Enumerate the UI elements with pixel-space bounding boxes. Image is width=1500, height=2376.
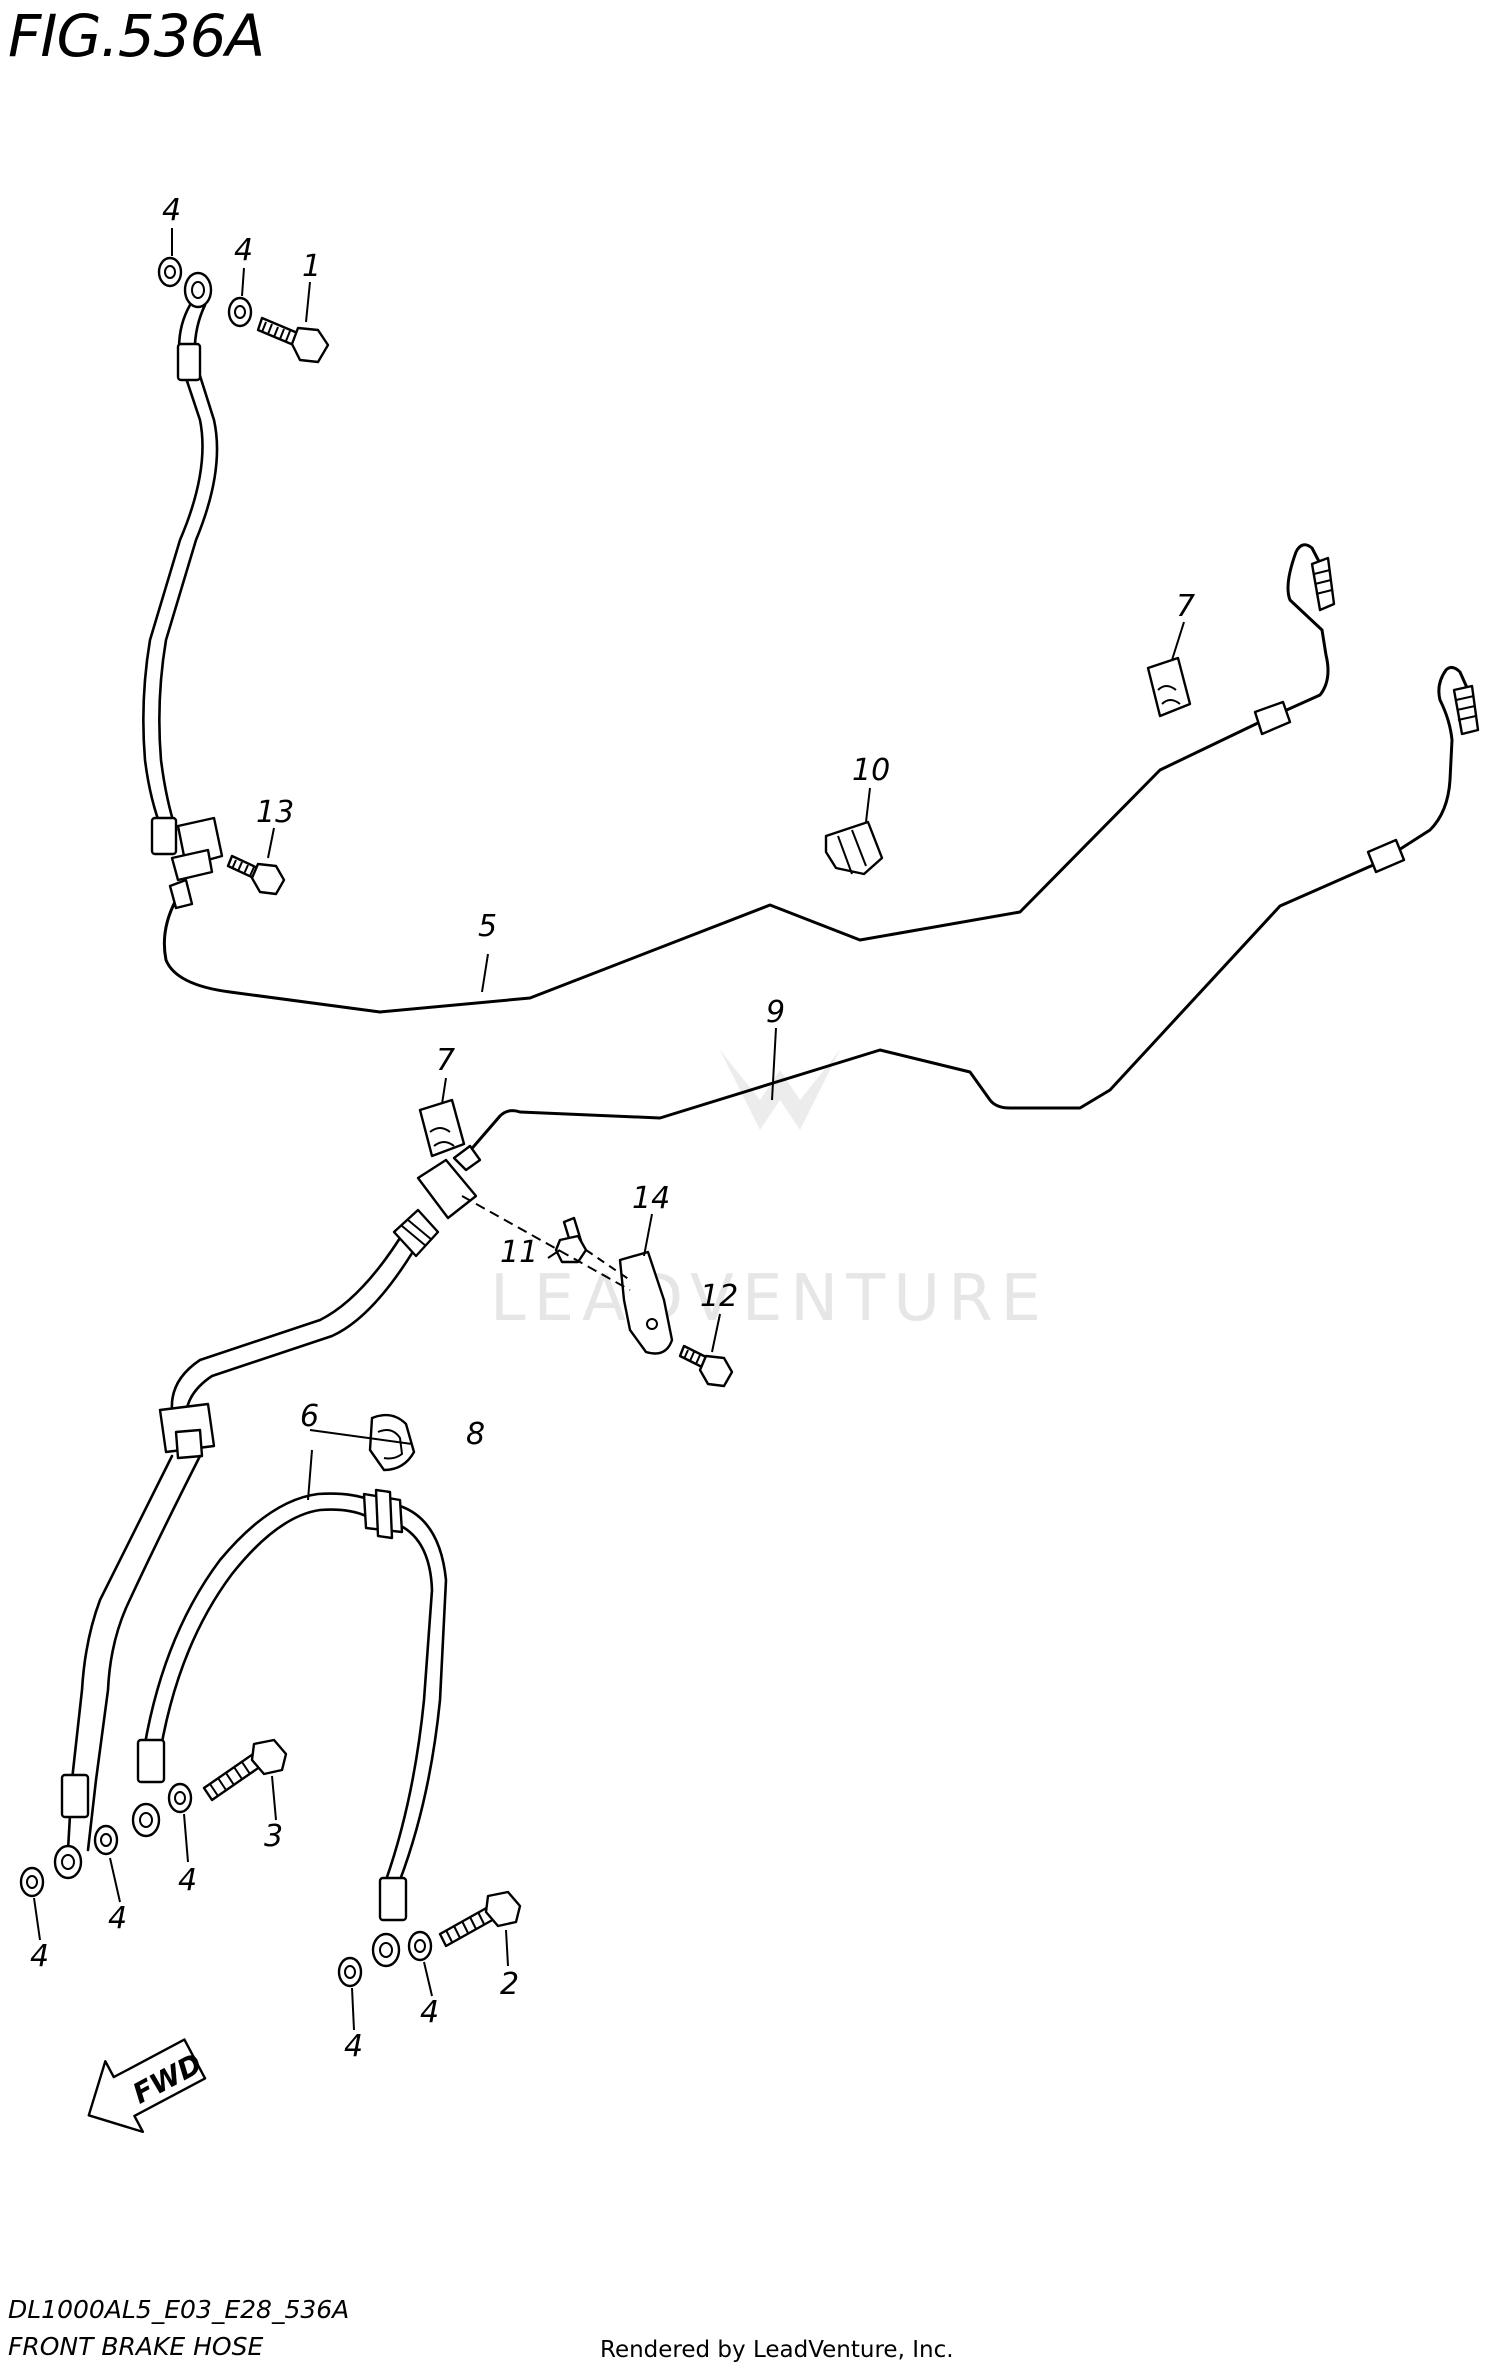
washer-4-top-right	[227, 296, 253, 328]
hose-clamp-8	[368, 1413, 416, 1472]
callout-7-lower: 7	[436, 1043, 455, 1078]
pipe-clip-7-lower	[418, 1098, 466, 1158]
washer-4-lower-c	[167, 1782, 193, 1814]
callout-9: 9	[766, 995, 785, 1030]
leader-lines	[33, 228, 1185, 2031]
banjo-bolt-1	[256, 316, 330, 364]
figure-title: FIG.536A	[8, 2, 265, 70]
top-banjo-fitting	[183, 271, 213, 309]
callout-4-lower-right: 4	[420, 1995, 439, 2030]
lower-hose-ferrule	[150, 816, 178, 856]
callouts: 4 4 1 13 5 7 10 9 7 11 14 12 8 6 3 4 4 4…	[30, 193, 1195, 2064]
washer-4-lower-e	[407, 1930, 433, 1962]
watermark: LEADVENTURE	[490, 1050, 1049, 1336]
main-front-hose	[170, 1208, 440, 1416]
section-name: FRONT BRAKE HOSE	[8, 2332, 264, 2361]
callout-4-lower-left: 4	[344, 2029, 363, 2064]
hose-6-right-ferrule	[378, 1876, 408, 1922]
callout-1: 1	[302, 249, 321, 284]
three-way-joint	[416, 1144, 482, 1220]
callout-3: 3	[264, 1819, 283, 1854]
washer-4-top-left	[157, 256, 183, 288]
brake-pipe-5	[162, 543, 1336, 1014]
brake-hose-6	[131, 1488, 448, 1968]
callout-4-mid-right: 4	[178, 1863, 197, 1898]
bracket-14	[618, 1250, 674, 1355]
bolt-12	[678, 1344, 734, 1388]
washer-4-lower-a	[19, 1866, 45, 1898]
left-lower-hose	[53, 1454, 202, 1880]
callout-11: 11	[500, 1235, 538, 1270]
banjo-bolt-2	[438, 1890, 522, 1948]
watermark-text: LEADVENTURE	[490, 1262, 1049, 1336]
alignment-line-b	[585, 1249, 631, 1281]
render-credit: Rendered by LeadVenture, Inc.	[600, 2337, 954, 2363]
hose-6-left-ferrule	[136, 1738, 166, 1784]
brake-pipe-9	[460, 665, 1480, 1162]
callout-4-mid-left: 4	[108, 1901, 127, 1936]
pipe-clip-7-upper	[1146, 656, 1192, 718]
callout-13: 13	[256, 795, 294, 830]
banjo-bolt-3	[202, 1738, 288, 1802]
upper-hose	[142, 303, 219, 856]
bolt-11	[554, 1216, 588, 1264]
callout-4-top-left: 4	[162, 193, 181, 228]
joint-bolt-13	[226, 854, 286, 896]
callout-6: 6	[300, 1399, 319, 1434]
callout-4-top-right: 4	[234, 233, 253, 268]
upper-hose-ferrule	[176, 342, 202, 382]
fwd-arrow: FWD	[87, 2038, 207, 2134]
alignment-line-a	[461, 1195, 631, 1291]
callout-8: 8	[466, 1417, 485, 1452]
model-code: DL1000AL5_E03_E28_536A	[8, 2295, 350, 2324]
callout-14: 14	[632, 1181, 670, 1216]
callout-2: 2	[500, 1967, 519, 2002]
callout-10: 10	[852, 753, 890, 788]
callout-4-far-left: 4	[30, 1939, 49, 1974]
pipe-clip-10	[824, 820, 884, 876]
washer-4-lower-d	[337, 1956, 363, 1988]
hose-joint-block	[170, 816, 224, 882]
left-hose-ferrule	[60, 1773, 90, 1819]
callout-5: 5	[478, 909, 497, 944]
callout-12: 12	[700, 1279, 738, 1314]
washer-4-lower-b	[93, 1824, 119, 1856]
hose-splitter	[158, 1402, 216, 1460]
callout-7-upper: 7	[1176, 589, 1195, 624]
